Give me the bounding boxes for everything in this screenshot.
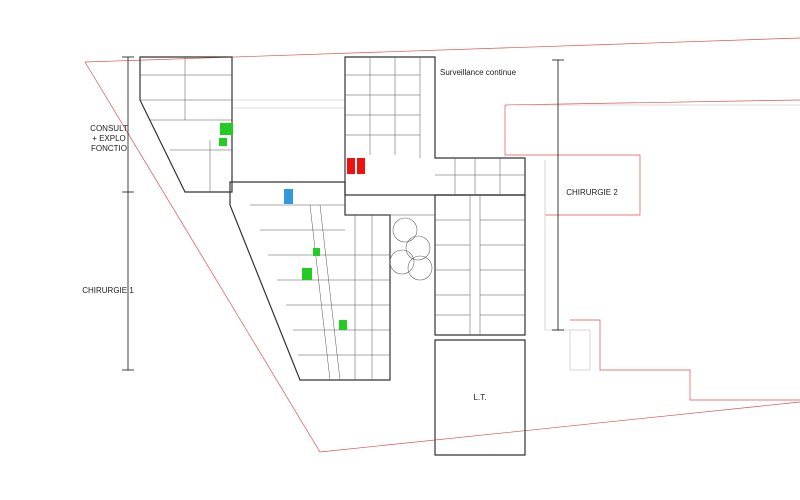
dimension-lines [122,56,564,371]
blue-room [284,189,293,204]
green-room [339,320,347,330]
courtyard-circles [389,217,433,281]
green-room [219,138,227,146]
red-room [347,158,355,174]
label-consult-line: FONCTIO [91,144,127,153]
red-room [357,158,365,174]
label-consult-line: + EXPLO [92,134,126,143]
green-room [302,268,312,280]
label-consult: CONSULT + EXPLO FONCTIO [84,124,134,154]
label-consult-line: CONSULT [90,124,128,133]
label-lt: L.T. [473,393,487,402]
context-lines [232,99,800,371]
green-room [220,123,233,135]
green-room [313,248,320,256]
label-surveillance: Surveillance continue [440,68,517,77]
site-outline [84,37,800,453]
interior-walls [140,57,525,381]
highlighted-rooms [219,123,365,330]
label-chirurgie-1: CHIRURGIE 1 [82,286,134,295]
label-chirurgie-2: CHIRURGIE 2 [566,188,618,197]
